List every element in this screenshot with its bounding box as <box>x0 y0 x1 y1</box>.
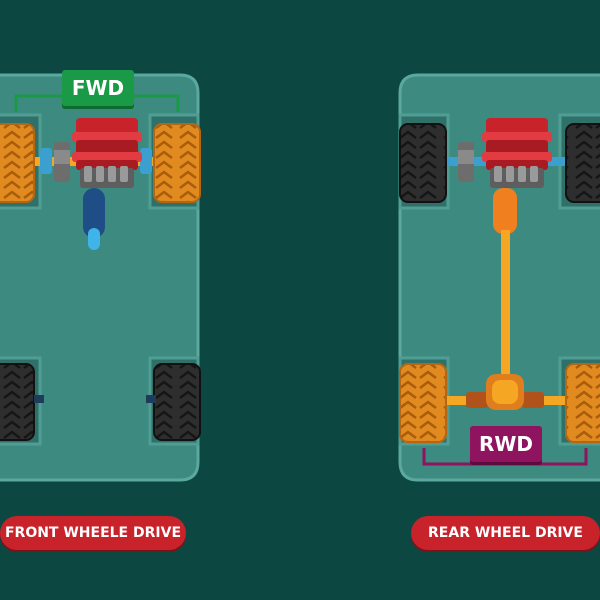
fwd-caption: FRONT WHEELE DRIVE <box>0 516 186 550</box>
rwd-caption-label: REAR WHEEL DRIVE <box>428 525 583 541</box>
tire-icon <box>0 363 201 441</box>
differential-icon <box>486 374 524 410</box>
rwd-badge-label: RWD <box>478 432 534 456</box>
rwd-chassis <box>398 73 600 482</box>
exhaust-icon <box>83 188 105 250</box>
fwd-badge: FWD <box>62 70 134 106</box>
fwd-car <box>0 73 201 482</box>
rwd-badge: RWD <box>470 426 542 462</box>
tire-icon <box>399 363 600 443</box>
tire-icon <box>0 123 201 203</box>
fwd-badge-label: FWD <box>71 76 125 100</box>
driveshaft-icon <box>493 188 517 380</box>
fwd-caption-label: FRONT WHEELE DRIVE <box>4 525 182 541</box>
tire-icon <box>399 123 600 203</box>
rwd-car <box>398 73 600 482</box>
engine-icon <box>72 118 142 188</box>
engine-icon <box>482 118 552 188</box>
rwd-caption: REAR WHEEL DRIVE <box>411 516 600 550</box>
